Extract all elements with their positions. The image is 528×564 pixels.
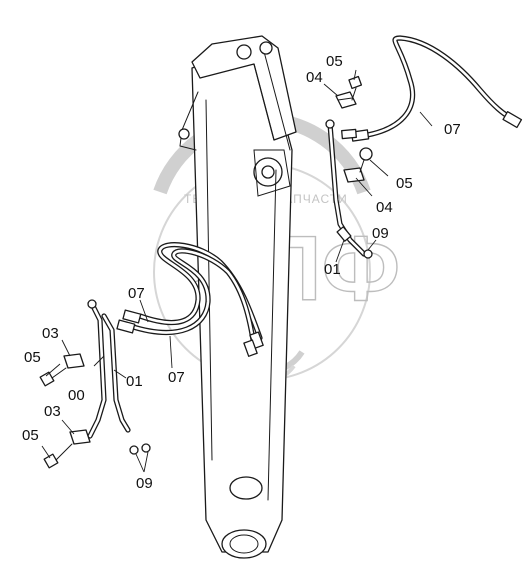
callout-09-left: 09 (136, 475, 153, 492)
clamp-03-upper (63, 353, 85, 369)
callout-01-right: 01 (324, 261, 341, 278)
callout-07-left-up: 07 (128, 285, 145, 302)
bolt-05-mid (359, 147, 373, 173)
hose-07-top (350, 35, 523, 142)
hose-07-loop (116, 242, 264, 357)
callout-03-upper: 03 (42, 325, 59, 342)
clamp-04-top (335, 91, 357, 109)
callout-labels: 05 04 07 05 04 09 01 07 03 05 00 01 07 0… (22, 53, 461, 492)
callout-09-right: 09 (372, 225, 389, 242)
callout-05-mid: 05 (396, 175, 413, 192)
fitting-09-right (363, 249, 373, 259)
pipe-00-left (87, 299, 107, 439)
callout-00: 00 (68, 387, 85, 404)
pipe-01-left (101, 313, 131, 433)
bolt-05-left-upper (39, 367, 67, 387)
callout-07-left-low: 07 (168, 369, 185, 386)
bolt-05-top (348, 75, 363, 101)
callout-05-left-lower: 05 (22, 427, 39, 444)
clamp-03-lower (69, 429, 91, 445)
callout-05-left-upper: 05 (24, 349, 41, 366)
callout-05-top: 05 (326, 53, 343, 70)
pipe-01-right (325, 119, 367, 257)
callout-07-top: 07 (444, 121, 461, 138)
fitting-09-left (129, 443, 151, 455)
callout-04-mid: 04 (376, 199, 393, 216)
callout-04-top: 04 (306, 69, 323, 86)
watermark-line-right: ЗАПЧАСТИ (276, 192, 348, 206)
clamp-04-mid (343, 167, 365, 183)
callout-03-lower: 03 (44, 403, 61, 420)
bolt-05-left-lower (43, 443, 73, 469)
leader-lines (41, 69, 433, 473)
callout-01-left: 01 (126, 373, 143, 390)
